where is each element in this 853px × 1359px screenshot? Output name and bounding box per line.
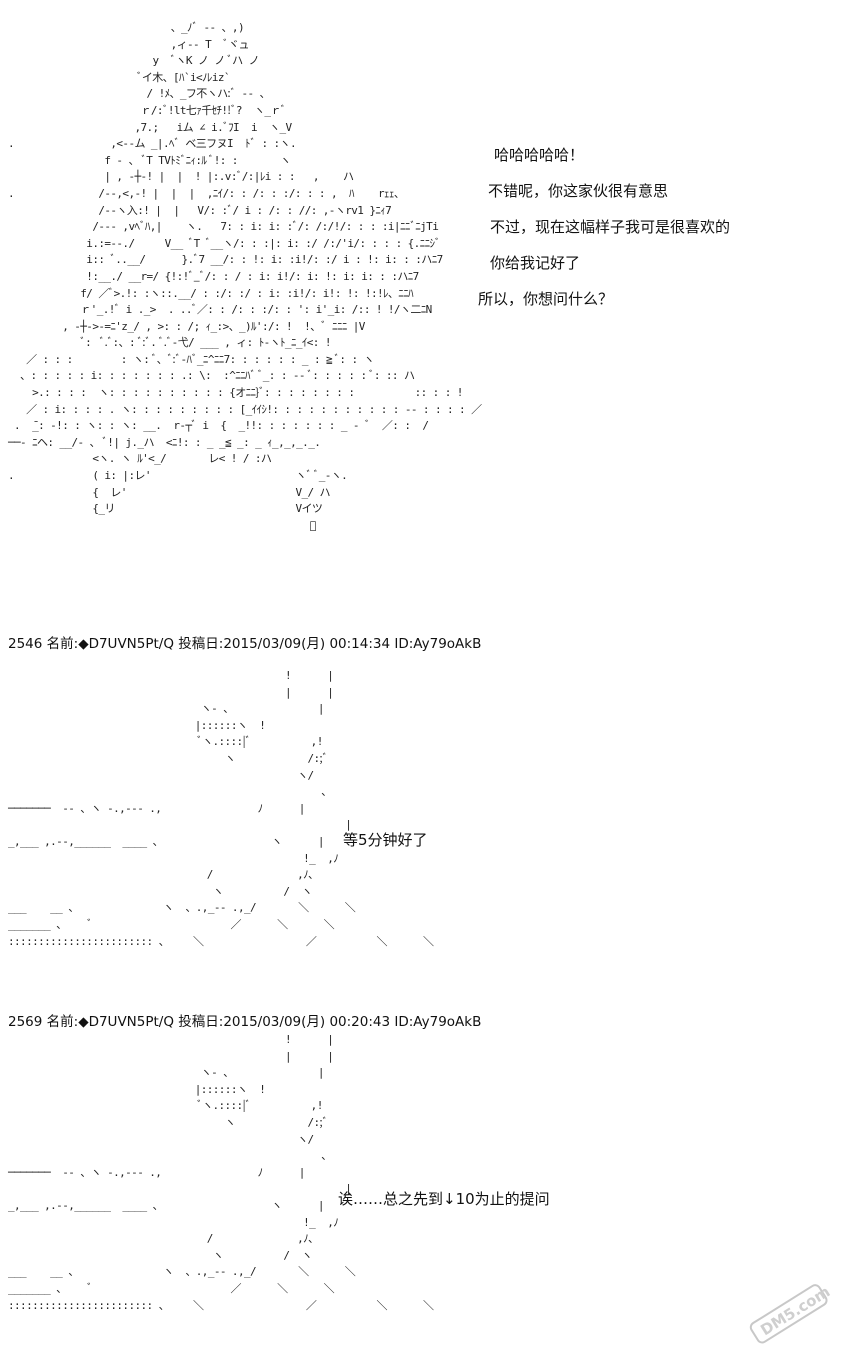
ascii-art-hand-pose: ! | | | ヽ‐ 、 | |::::::ヽ ! ﾞヽ.::::|ﾞ [8,669,434,948]
speech-lines: 哈哈哈哈哈！ 不错呢，你这家伙很有意思 不过，现在这幅样子我可是很喜欢的 你给我… [478,137,730,317]
svg-text:DM5.com: DM5.com [757,1282,833,1339]
speech-line: 不过，现在这幅样子我可是很喜欢的 [490,218,731,236]
speech-line: 所以，你想问什么？ [478,290,614,308]
post-header: 2546 名前:◆D7UVN5Pt/Q 投稿日:2015/03/09(月) 00… [8,636,482,652]
speech-line: 不错呢，你这家伙很有意思 [488,182,669,200]
post-line: 诶……总之先到↓10为止的提问 [338,1190,550,1208]
post-header: 2569 名前:◆D7UVN5Pt/Q 投稿日:2015/03/09(月) 00… [8,1014,482,1030]
speech-line: 你给我记好了 [490,254,581,272]
ascii-art-seated-figure: 、_ﾉﾞ ‐‐ 、,) ,ィ‐‐ T ﾞヾュ y ﾞヽK ノ ノ ﾞハ ノ ﾞイ… [8,21,482,532]
post-line: 等5分钟好了 [343,831,428,849]
speech-line: 哈哈哈哈哈！ [494,146,585,164]
dm5-watermark-logo: DM5.com [749,1282,833,1344]
ascii-art-hand-pose: ! | | | ヽ‐ 、 | |::::::ヽ ! ﾞヽ.::::|ﾞ [8,1033,434,1312]
